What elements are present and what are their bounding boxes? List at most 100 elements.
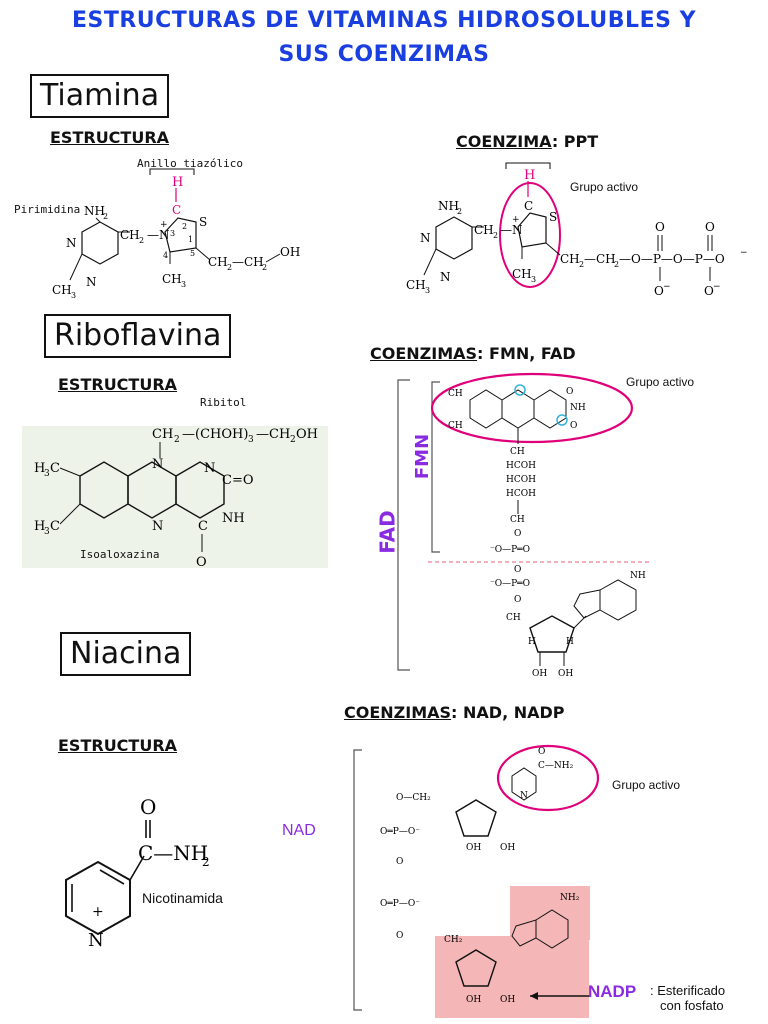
svg-text:−: − bbox=[663, 282, 671, 292]
nadp-note-line1: : Esterificado bbox=[650, 983, 726, 998]
svg-text:CH: CH bbox=[208, 255, 228, 269]
svg-text:H: H bbox=[34, 461, 45, 476]
svg-text:CH: CH bbox=[510, 447, 525, 457]
svg-text:+: + bbox=[512, 215, 520, 225]
isoaloxazina-label: Isoaloxazina bbox=[80, 548, 160, 561]
svg-text:N: N bbox=[152, 519, 163, 534]
svg-text:N: N bbox=[520, 791, 528, 801]
svg-text:OH: OH bbox=[532, 669, 547, 679]
svg-text:C: C bbox=[198, 519, 208, 534]
svg-text:O: O bbox=[570, 421, 577, 431]
coenzimas-nad-nadp-value: : NAD, NADP bbox=[451, 703, 565, 722]
svg-text:+: + bbox=[92, 904, 104, 920]
svg-text:—(CHOH): —(CHOH) bbox=[182, 427, 248, 442]
svg-text:O—CH₂: O—CH₂ bbox=[396, 793, 431, 803]
svg-text:2: 2 bbox=[262, 263, 267, 272]
svg-text:O═P—O⁻: O═P—O⁻ bbox=[380, 899, 420, 909]
nadp-note-line2: con fosfato bbox=[660, 998, 724, 1013]
svg-text:O: O bbox=[538, 747, 545, 757]
svg-text:O: O bbox=[514, 595, 521, 605]
tiamina-heading: Tiamina bbox=[30, 74, 170, 118]
svg-text:HCOH: HCOH bbox=[506, 489, 536, 499]
svg-text:N: N bbox=[204, 461, 215, 476]
svg-text:CH: CH bbox=[448, 421, 463, 431]
svg-text:1: 1 bbox=[188, 235, 193, 244]
svg-text:2: 2 bbox=[579, 260, 584, 269]
svg-text:—N: —N bbox=[147, 228, 170, 242]
svg-text:OH: OH bbox=[500, 843, 515, 853]
svg-text:C: C bbox=[172, 203, 181, 217]
svg-text:—CH: —CH bbox=[256, 427, 290, 442]
svg-text:3: 3 bbox=[425, 286, 430, 295]
svg-text:CH: CH bbox=[560, 252, 580, 266]
svg-text:S: S bbox=[549, 210, 557, 224]
svg-text:—CH: —CH bbox=[584, 252, 616, 266]
svg-text:CH: CH bbox=[406, 278, 426, 292]
svg-text:NH: NH bbox=[84, 204, 105, 218]
svg-text:O: O bbox=[655, 220, 665, 234]
svg-text:N: N bbox=[152, 457, 163, 472]
coenzimas-fmn-fad-value: : FMN, FAD bbox=[477, 344, 576, 363]
svg-text:H: H bbox=[524, 168, 535, 183]
coenzimas-nad-nadp-heading: COENZIMAS: NAD, NADP bbox=[344, 703, 565, 722]
svg-text:C: C bbox=[50, 519, 60, 534]
anillo-tiazolico-label: Anillo tiazólico bbox=[137, 157, 243, 170]
svg-text:OH: OH bbox=[558, 669, 573, 679]
nadp-label: NADP bbox=[588, 982, 637, 1001]
coenzimas-word-nad: COENZIMAS bbox=[344, 703, 452, 722]
svg-text:NH₂: NH₂ bbox=[560, 893, 580, 903]
svg-text:OH: OH bbox=[296, 427, 318, 442]
riboflavina-heading: Riboflavina bbox=[44, 314, 232, 358]
svg-text:C: C bbox=[50, 461, 60, 476]
svg-text:O: O bbox=[514, 529, 521, 539]
svg-text:4: 4 bbox=[163, 251, 168, 260]
svg-text:C=O: C=O bbox=[222, 473, 254, 488]
svg-text:NH: NH bbox=[222, 511, 245, 526]
svg-text:OH: OH bbox=[280, 245, 300, 259]
svg-text:CH: CH bbox=[448, 389, 463, 399]
svg-text:2: 2 bbox=[139, 236, 144, 245]
svg-text:2: 2 bbox=[103, 212, 108, 221]
svg-text:3: 3 bbox=[170, 229, 175, 238]
riboflavina-estructura-label: ESTRUCTURA bbox=[58, 375, 178, 394]
svg-text:2: 2 bbox=[614, 260, 619, 269]
nicotinamida-label: Nicotinamida bbox=[142, 890, 223, 906]
svg-text:O: O bbox=[196, 555, 207, 570]
svg-text:C—NH₂: C—NH₂ bbox=[538, 761, 574, 771]
svg-text:S: S bbox=[199, 215, 207, 229]
page-title-line2: SUS COENZIMAS bbox=[278, 42, 490, 67]
svg-text:O═P—O⁻: O═P—O⁻ bbox=[380, 827, 420, 837]
svg-text:HCOH: HCOH bbox=[506, 461, 536, 471]
coenzima-ppt-heading: COENZIMA: PPT bbox=[456, 132, 598, 151]
svg-text:2: 2 bbox=[182, 222, 187, 231]
svg-text:—O—P—O—P—O: —O—P—O—P—O bbox=[619, 252, 725, 266]
svg-text:5: 5 bbox=[190, 249, 195, 258]
niacina-grupo-activo-label: Grupo activo bbox=[612, 778, 681, 792]
svg-text:+: + bbox=[160, 220, 168, 230]
riboflavina-grupo-activo-label: Grupo activo bbox=[626, 375, 695, 389]
svg-text:3: 3 bbox=[71, 291, 76, 300]
svg-text:N: N bbox=[66, 236, 77, 250]
coenzimas-fmn-fad-heading: COENZIMAS: FMN, FAD bbox=[370, 344, 576, 363]
svg-text:3: 3 bbox=[181, 280, 186, 289]
svg-text:—CH: —CH bbox=[232, 255, 264, 269]
svg-text:CH: CH bbox=[506, 613, 521, 623]
svg-text:−: − bbox=[713, 282, 721, 292]
coenzima-ppt-value: : PPT bbox=[551, 132, 599, 151]
svg-text:3: 3 bbox=[531, 275, 536, 284]
tiamina-estructura-label: ESTRUCTURA bbox=[50, 128, 170, 147]
svg-text:3: 3 bbox=[44, 527, 50, 537]
svg-text:2: 2 bbox=[290, 435, 296, 445]
svg-text:CH: CH bbox=[162, 272, 182, 286]
svg-text:C—NH: C—NH bbox=[138, 841, 208, 865]
svg-text:OH: OH bbox=[466, 995, 481, 1005]
page-title-line1: ESTRUCTURAS DE VITAMINAS HIDROSOLUBLES Y bbox=[71, 8, 697, 33]
svg-text:H: H bbox=[528, 637, 536, 647]
svg-text:O: O bbox=[140, 795, 156, 819]
svg-text:−: − bbox=[740, 248, 748, 258]
tiamina-grupo-activo-label: Grupo activo bbox=[570, 180, 639, 194]
